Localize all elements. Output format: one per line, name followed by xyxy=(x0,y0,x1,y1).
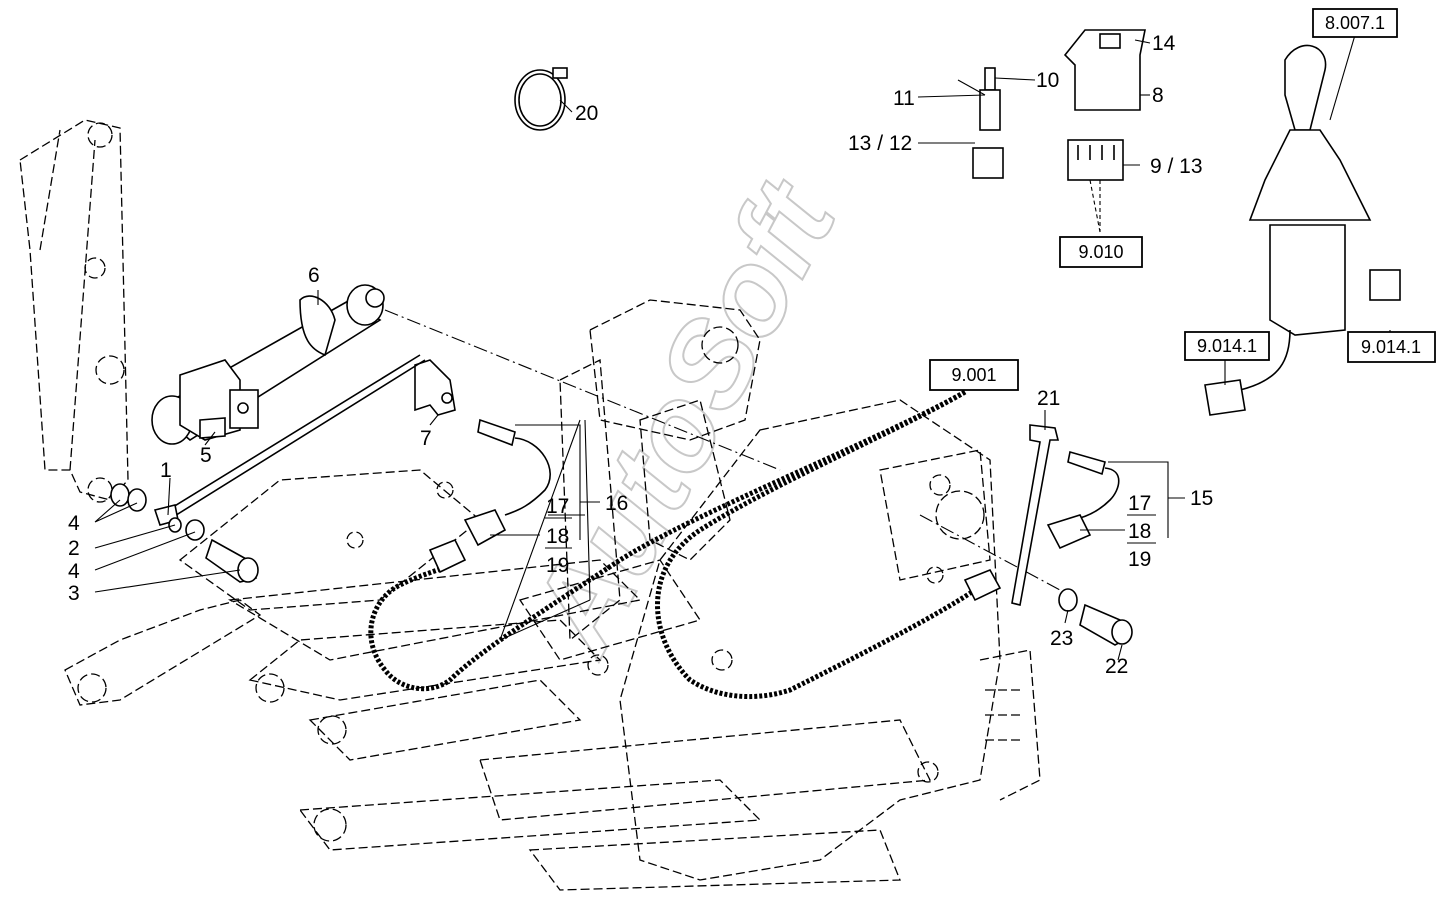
ref-label-9014-left: 9.014.1 xyxy=(1197,336,1257,356)
callout-23: 23 xyxy=(1050,627,1073,650)
wiring-harness xyxy=(368,389,977,699)
connector-part-9-13 xyxy=(1067,139,1124,233)
callout-3: 3 xyxy=(68,582,80,605)
callout-1: 1 xyxy=(160,459,172,482)
sensor-right xyxy=(963,450,1120,602)
callout-19-right: 19 xyxy=(1128,548,1151,571)
fraction-bars xyxy=(545,514,1156,549)
callout-4-upper: 4 xyxy=(68,512,80,535)
bracket-part-7 xyxy=(414,359,456,416)
leader-lines xyxy=(94,34,1391,661)
cylinder-assembly xyxy=(151,284,385,445)
callout-14: 14 xyxy=(1152,32,1176,55)
callout-17-right: 17 xyxy=(1128,492,1151,515)
callout-15: 15 xyxy=(1190,487,1213,510)
ref-box-8007[interactable]: 8.007.1 xyxy=(1312,8,1398,38)
sensor-left xyxy=(428,418,551,574)
callout-13-12: 13 / 12 xyxy=(848,132,912,155)
ref-box-9014-left[interactable]: 9.014.1 xyxy=(1184,331,1270,361)
alignment-lines xyxy=(384,309,1061,641)
callout-labels: 1 4 2 4 3 5 6 7 20 10 11 13 / 12 14 8 9 … xyxy=(68,32,1213,678)
loader-frame xyxy=(19,119,1041,891)
clamp-ring-part-20 xyxy=(514,67,568,131)
callout-22: 22 xyxy=(1105,655,1128,678)
ref-label-9014-right: 9.014.1 xyxy=(1361,337,1421,357)
callout-18-left: 18 xyxy=(546,525,569,548)
callout-16: 16 xyxy=(605,492,628,515)
callout-17-left: 17 xyxy=(546,495,569,518)
callout-20: 20 xyxy=(575,102,598,125)
ref-label-8007: 8.007.1 xyxy=(1325,13,1385,33)
callout-5: 5 xyxy=(200,444,212,467)
joystick xyxy=(1204,44,1401,416)
rocker-switch-part-8-14 xyxy=(1063,29,1146,111)
callout-10: 10 xyxy=(1036,69,1059,92)
callout-4-lower: 4 xyxy=(68,560,80,583)
callout-8: 8 xyxy=(1152,84,1164,107)
ref-box-9001[interactable]: 9.001 xyxy=(929,359,1019,391)
callout-21: 21 xyxy=(1037,387,1060,410)
callout-19-left: 19 xyxy=(546,554,569,577)
ref-label-9001: 9.001 xyxy=(951,365,996,385)
ref-box-9014-right[interactable]: 9.014.1 xyxy=(1347,331,1436,363)
callout-11: 11 xyxy=(893,87,915,110)
bar-part-21 xyxy=(1011,424,1133,646)
callout-7: 7 xyxy=(420,427,432,450)
switch-parts-10-11-12-13 xyxy=(972,67,1004,179)
rod-part-1 xyxy=(110,354,426,583)
callout-18-right: 18 xyxy=(1128,520,1151,543)
ref-label-9010: 9.010 xyxy=(1078,242,1123,262)
callout-9-13: 9 / 13 xyxy=(1150,155,1203,178)
watermark-text: AutoSoft xyxy=(503,158,863,675)
callout-6: 6 xyxy=(308,264,320,287)
callout-2: 2 xyxy=(68,537,80,560)
ref-box-9010[interactable]: 9.010 xyxy=(1059,236,1143,268)
